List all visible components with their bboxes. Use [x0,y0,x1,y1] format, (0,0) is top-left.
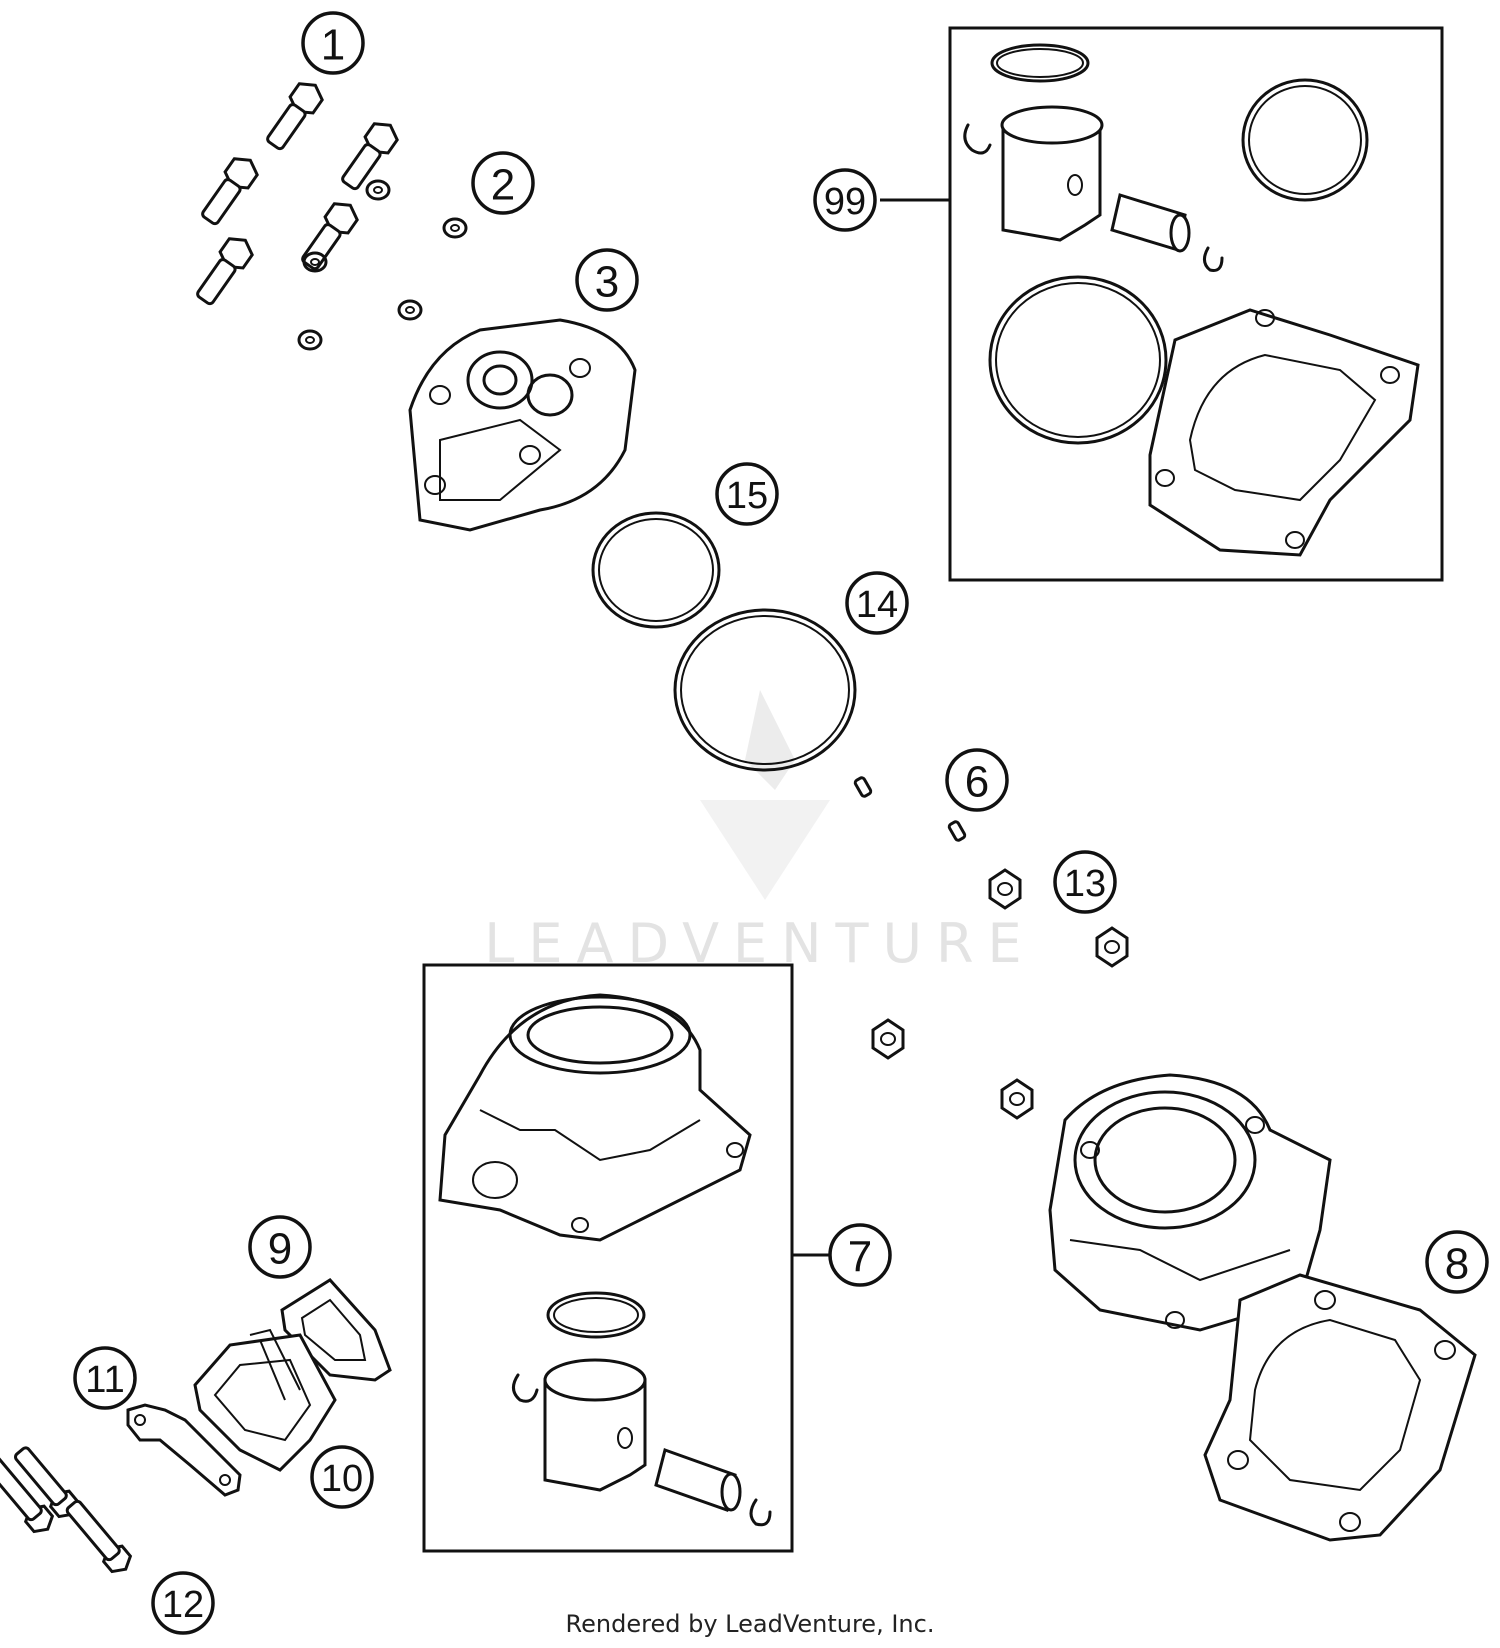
callout-3: 3 [575,248,639,312]
callout-9: 9 [248,1215,312,1279]
callout-11: 11 [73,1346,137,1410]
callout-label: 15 [726,475,768,517]
callout-label: 2 [491,161,515,210]
bolt [301,202,359,271]
callout-label: 99 [824,181,866,223]
o-ring-large [673,608,857,772]
bolt [201,157,259,226]
callout-label: 6 [965,758,989,807]
reed-valve [193,1328,337,1472]
bolt [341,122,399,191]
callout-label: 9 [268,1225,292,1274]
callout-7: 7 [828,1223,892,1287]
callout-2: 2 [471,151,535,215]
callout-label: 7 [848,1233,872,1282]
dowel-pins [853,776,967,842]
callout-10: 10 [310,1445,374,1509]
cylinder-nuts [871,868,1129,1120]
bolt [196,237,254,306]
cylinder-right [1048,1073,1332,1332]
callout-12: 12 [151,1571,215,1635]
callout-13: 13 [1053,850,1117,914]
cylinder-head [408,318,637,532]
bolt [266,82,324,151]
callout-label: 10 [321,1458,363,1500]
o-ring-small [591,511,721,629]
piston-kit-box [880,26,1444,582]
intake-bolt-short [65,1499,133,1574]
intake-bolts-long [0,1446,80,1534]
callout-15: 15 [715,462,779,526]
callout-label: 11 [85,1359,124,1401]
callout-label: 1 [321,21,345,70]
callout-label: 12 [162,1584,204,1626]
callout-1: 1 [301,11,365,75]
head-bolts-group [196,82,399,306]
intake-bracket [126,1403,242,1497]
callout-8: 8 [1425,1230,1489,1294]
washers-group [297,179,468,351]
callout-label: 3 [595,258,619,307]
callout-label: 8 [1445,1240,1469,1289]
callout-14: 14 [845,571,909,635]
callout-99: 99 [813,168,877,232]
base-gasket [1203,1273,1477,1542]
footer-credit: Rendered by LeadVenture, Inc. [565,1610,935,1638]
callout-label: 14 [856,584,898,626]
callout-6: 6 [945,748,1009,812]
callout-label: 13 [1064,863,1106,905]
cylinder-kit-box [422,963,830,1553]
